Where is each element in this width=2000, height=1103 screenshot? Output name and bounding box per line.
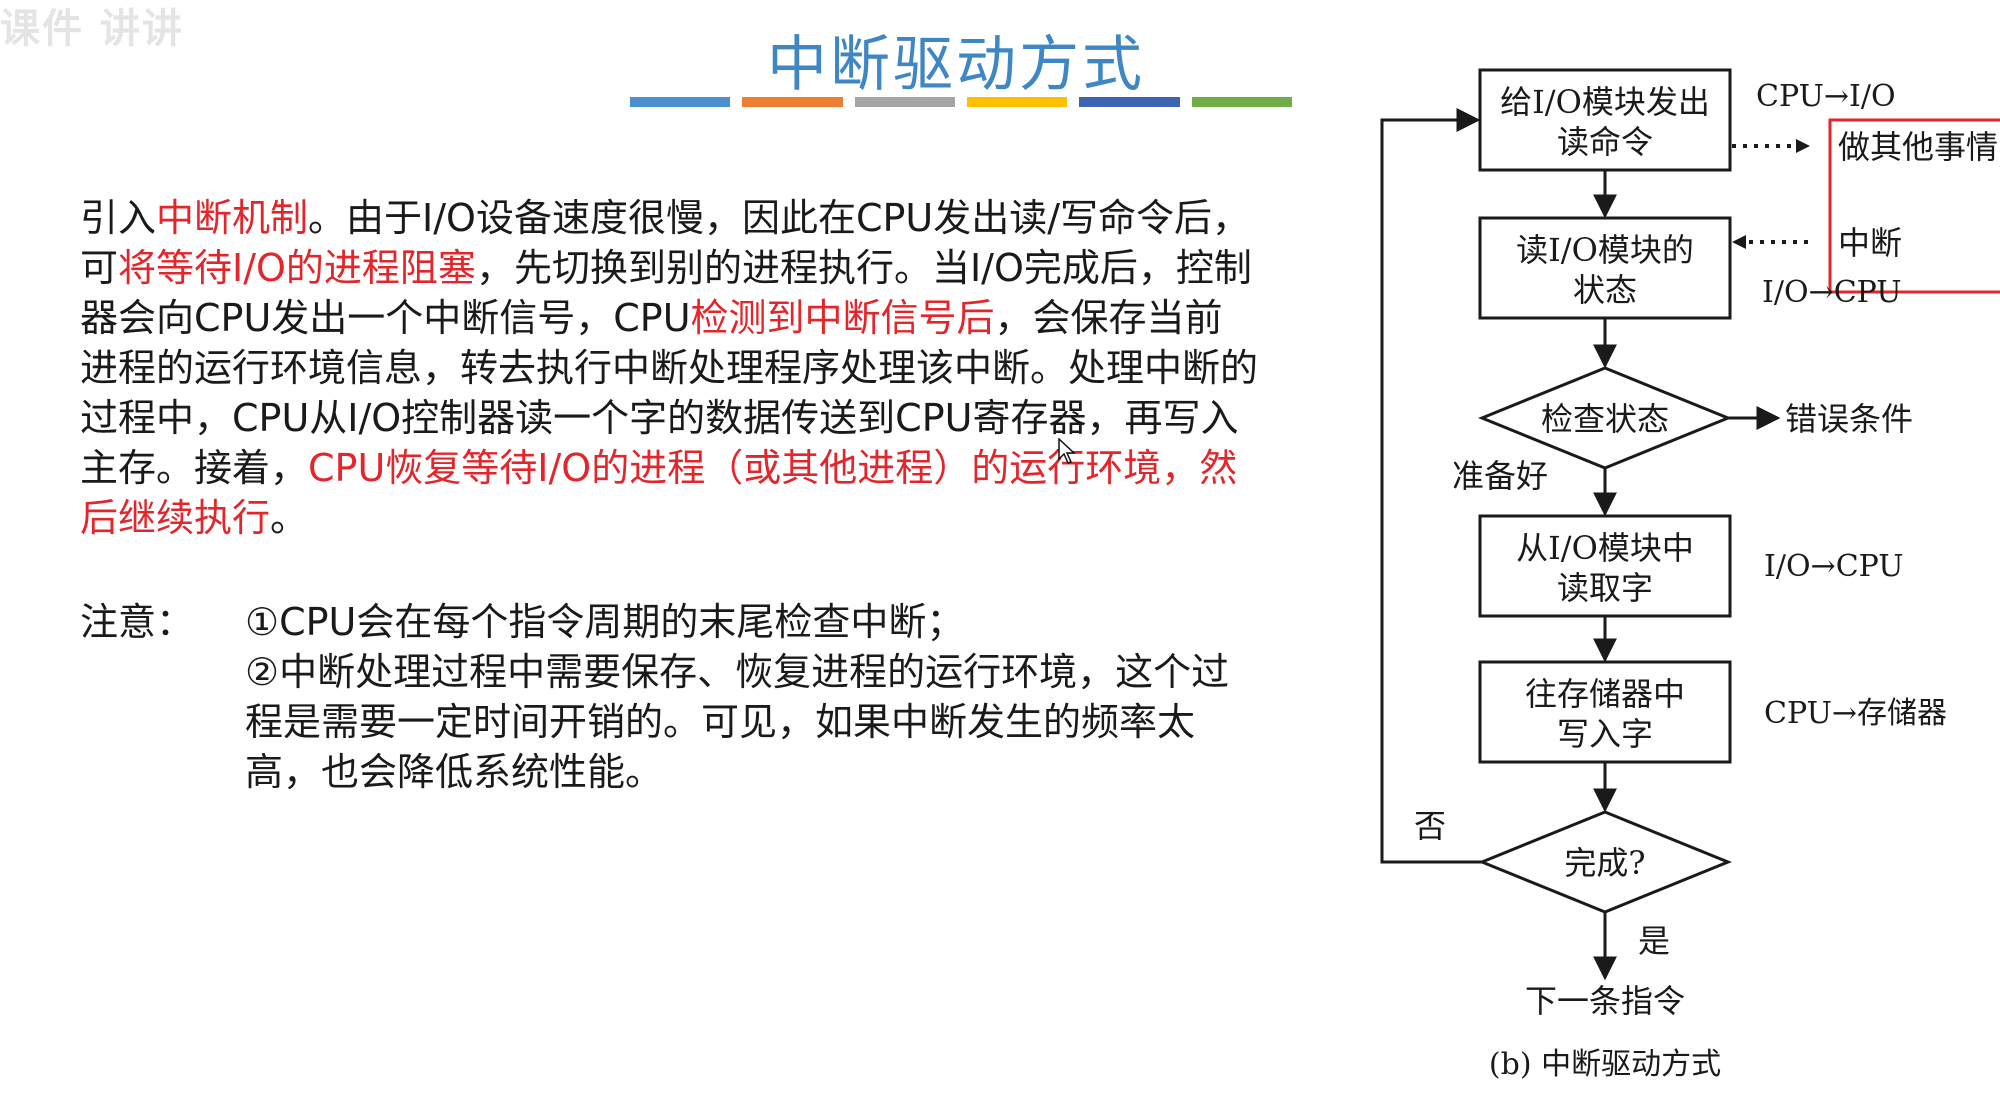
flow-box-write-word — [1478, 660, 1732, 764]
diamond1-label: 检查状态 — [1541, 400, 1669, 438]
note-label: 注意： — [80, 600, 195, 644]
box1-line1: 给I/O模块发出 — [1500, 83, 1710, 121]
title-bar-segment — [1191, 97, 1292, 107]
box2-line1: 读I/O模块的 — [1516, 231, 1694, 269]
flowchart-caption: (b) 中断驱动方式 — [1489, 1047, 1721, 1082]
title-underline — [630, 97, 1292, 109]
ready-label: 准备好 — [1452, 457, 1548, 495]
cursor-icon — [1058, 438, 1076, 464]
page-title: 中断驱动方式 — [767, 30, 1145, 100]
title-bar-segment — [1079, 97, 1180, 107]
main-paragraph: 引入中断机制。由于I/O设备速度很慢，因此在CPU发出读/写命令后，可将等待I/… — [80, 193, 1260, 543]
error-label: 错误条件 — [1785, 400, 1913, 438]
notes: ①CPU会在每个指令周期的末尾检查中断； ②中断处理过程中需要保存、恢复进程的运… — [245, 597, 1265, 797]
red-box-line2: 中断 — [1838, 224, 1902, 262]
yes-label: 是 — [1638, 922, 1670, 960]
highlight-text: 将等待I/O的进程阻塞 — [118, 246, 476, 290]
red-box-other-work — [1828, 118, 2000, 294]
box3-line1: 从I/O模块中 — [1516, 529, 1694, 567]
title-bar-segment — [854, 97, 955, 107]
box4-line1: 往存储器中 — [1525, 675, 1685, 713]
body-text: 。 — [270, 496, 309, 540]
watermark: 课件 讲讲 — [0, 6, 184, 52]
flow-box-read-word — [1478, 514, 1732, 618]
side-label-2: I/O→CPU — [1762, 275, 1902, 310]
end-label: 下一条指令 — [1525, 982, 1685, 1020]
side-label-4: CPU→存储器 — [1764, 696, 1947, 731]
side-label-1: CPU→I/O — [1756, 79, 1896, 114]
box3-line2: 读取字 — [1557, 569, 1653, 607]
highlight-text: 检测到中断信号后 — [690, 296, 995, 340]
no-label: 否 — [1414, 807, 1446, 845]
body-text: ，会保存当前进程的运行环境信息，转去执行中断处理程序处理该中断。处理中断的过程中… — [80, 296, 1259, 490]
box4-line2: 写入字 — [1557, 715, 1653, 753]
title-bar-segment — [630, 97, 731, 107]
title-bar-segment — [742, 97, 843, 107]
body-text: 。由于I/O设备速度很慢，因此在CPU发出读/写命令后，可 — [80, 196, 1251, 290]
flow-box-send-read — [1478, 68, 1732, 172]
flowchart: 给I/O模块发出 读命令 读I/O模块的 状态 检查状态 从I/O模块中 读取字… — [1380, 68, 2000, 1082]
note-item: ②中断处理过程中需要保存、恢复进程的运行环境，这个过程是需要一定时间开销的。可见… — [245, 650, 1230, 794]
side-label-3: I/O→CPU — [1764, 549, 1904, 584]
body-text: 引入 — [80, 196, 157, 240]
body-text: ，先切换到别的进程执行。当I/O完成后，控制器会向CPU发出一个中断信号，CPU — [80, 246, 1252, 340]
note-item: ①CPU会在每个指令周期的末尾检查中断； — [245, 600, 965, 644]
box1-line2: 读命令 — [1557, 123, 1653, 161]
highlight-text: 中断机制 — [156, 196, 309, 240]
highlight-text: CPU恢复等待I/O的进程（或其他进程）的运行环境，然后继续执行 — [80, 446, 1238, 540]
diamond2-label: 完成? — [1564, 844, 1645, 882]
title-bar-segment — [966, 97, 1068, 107]
red-box-line1: 做其他事情 — [1838, 128, 1998, 166]
box2-line2: 状态 — [1573, 271, 1637, 309]
